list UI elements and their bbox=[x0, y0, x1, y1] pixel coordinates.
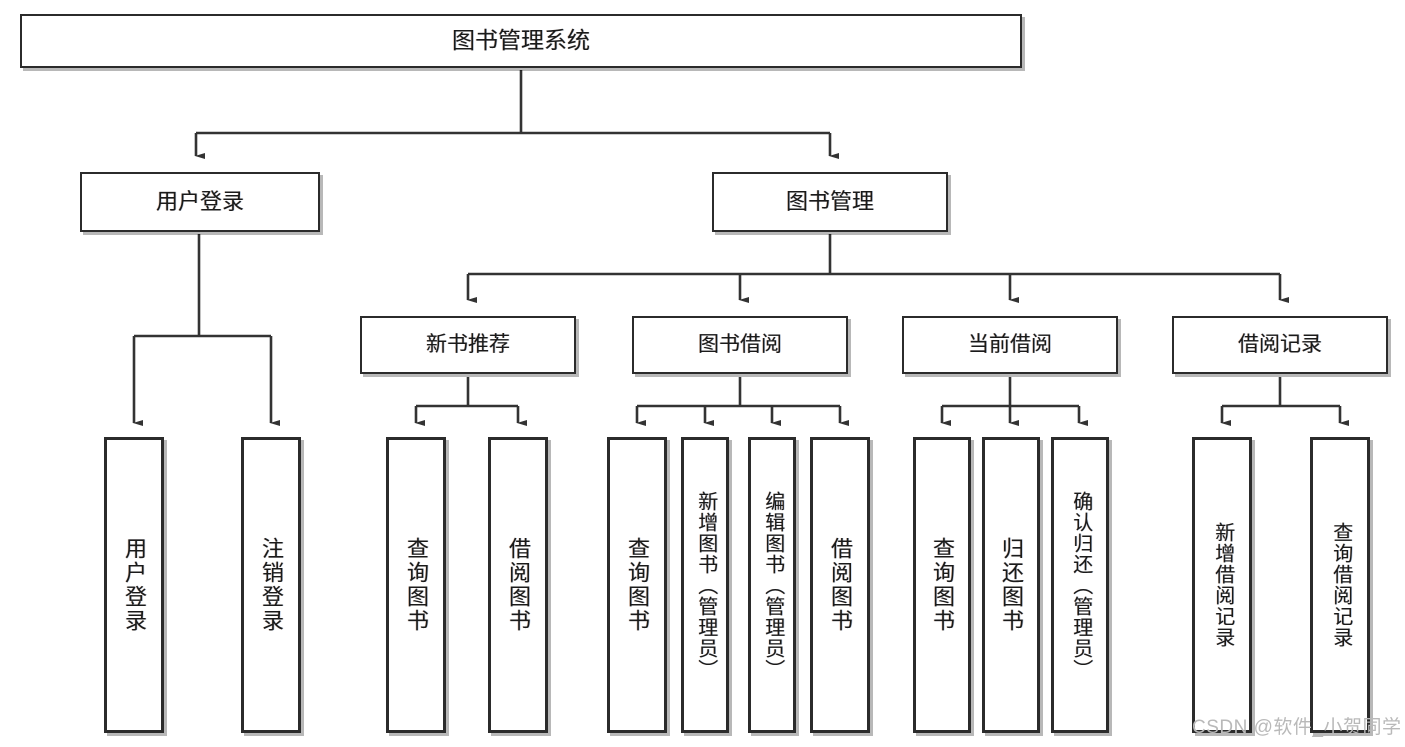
leaf-current-confirm-return-admin[interactable]: 确认归还（管理员） bbox=[1051, 437, 1109, 733]
leaf-borrow-borrow-book[interactable]: 借阅图书 bbox=[810, 437, 870, 733]
node-current-borrow[interactable]: 当前借阅 bbox=[902, 316, 1118, 374]
leaf-user-login-signout-label: 注销登录 bbox=[258, 537, 284, 633]
node-root[interactable]: 图书管理系统 bbox=[20, 14, 1022, 68]
node-new-book-recommend[interactable]: 新书推荐 bbox=[360, 316, 576, 374]
leaf-borrow-query-book-label: 查询图书 bbox=[624, 537, 650, 633]
node-borrow-record[interactable]: 借阅记录 bbox=[1172, 316, 1388, 374]
leaf-new-book-query-label: 查询图书 bbox=[403, 537, 429, 633]
node-borrow-record-label: 借阅记录 bbox=[1238, 332, 1322, 356]
leaf-new-book-borrow-label: 借阅图书 bbox=[505, 537, 531, 633]
leaf-current-query-book-label: 查询图书 bbox=[929, 537, 955, 633]
csdn-watermark: CSDN @软件_小贺同学 bbox=[1192, 717, 1402, 738]
node-new-book-recommend-label: 新书推荐 bbox=[426, 332, 510, 356]
node-book-management[interactable]: 图书管理 bbox=[712, 172, 948, 232]
leaf-user-login-signin[interactable]: 用户登录 bbox=[104, 437, 164, 733]
node-current-borrow-label: 当前借阅 bbox=[968, 332, 1052, 356]
leaf-record-query-label: 查询借阅记录 bbox=[1329, 522, 1352, 648]
leaf-new-book-borrow[interactable]: 借阅图书 bbox=[488, 437, 548, 733]
leaf-user-login-signin-label: 用户登录 bbox=[121, 537, 147, 633]
leaf-current-return-book[interactable]: 归还图书 bbox=[982, 437, 1040, 733]
leaf-borrow-add-book-admin-label: 新增图书（管理员） bbox=[694, 490, 717, 680]
leaf-record-add[interactable]: 新增借阅记录 bbox=[1192, 437, 1252, 733]
leaf-borrow-add-book-admin[interactable]: 新增图书（管理员） bbox=[681, 437, 729, 733]
node-book-management-label: 图书管理 bbox=[785, 189, 874, 215]
leaf-user-login-signout[interactable]: 注销登录 bbox=[241, 437, 301, 733]
node-root-label: 图书管理系统 bbox=[452, 27, 590, 54]
leaf-new-book-query[interactable]: 查询图书 bbox=[386, 437, 446, 733]
node-user-login-label: 用户登录 bbox=[155, 189, 244, 215]
node-book-borrow[interactable]: 图书借阅 bbox=[632, 316, 848, 374]
leaf-current-query-book[interactable]: 查询图书 bbox=[913, 437, 971, 733]
leaf-record-query[interactable]: 查询借阅记录 bbox=[1310, 437, 1370, 733]
node-user-login[interactable]: 用户登录 bbox=[80, 172, 320, 232]
node-book-borrow-label: 图书借阅 bbox=[698, 332, 782, 356]
leaf-borrow-query-book[interactable]: 查询图书 bbox=[607, 437, 667, 733]
leaf-current-confirm-return-admin-label: 确认归还（管理员） bbox=[1069, 490, 1092, 680]
leaf-borrow-edit-book-admin[interactable]: 编辑图书（管理员） bbox=[748, 437, 796, 733]
leaf-record-add-label: 新增借阅记录 bbox=[1211, 522, 1234, 648]
leaf-current-return-book-label: 归还图书 bbox=[998, 537, 1024, 633]
leaf-borrow-edit-book-admin-label: 编辑图书（管理员） bbox=[761, 490, 784, 680]
leaf-borrow-borrow-book-label: 借阅图书 bbox=[827, 537, 853, 633]
